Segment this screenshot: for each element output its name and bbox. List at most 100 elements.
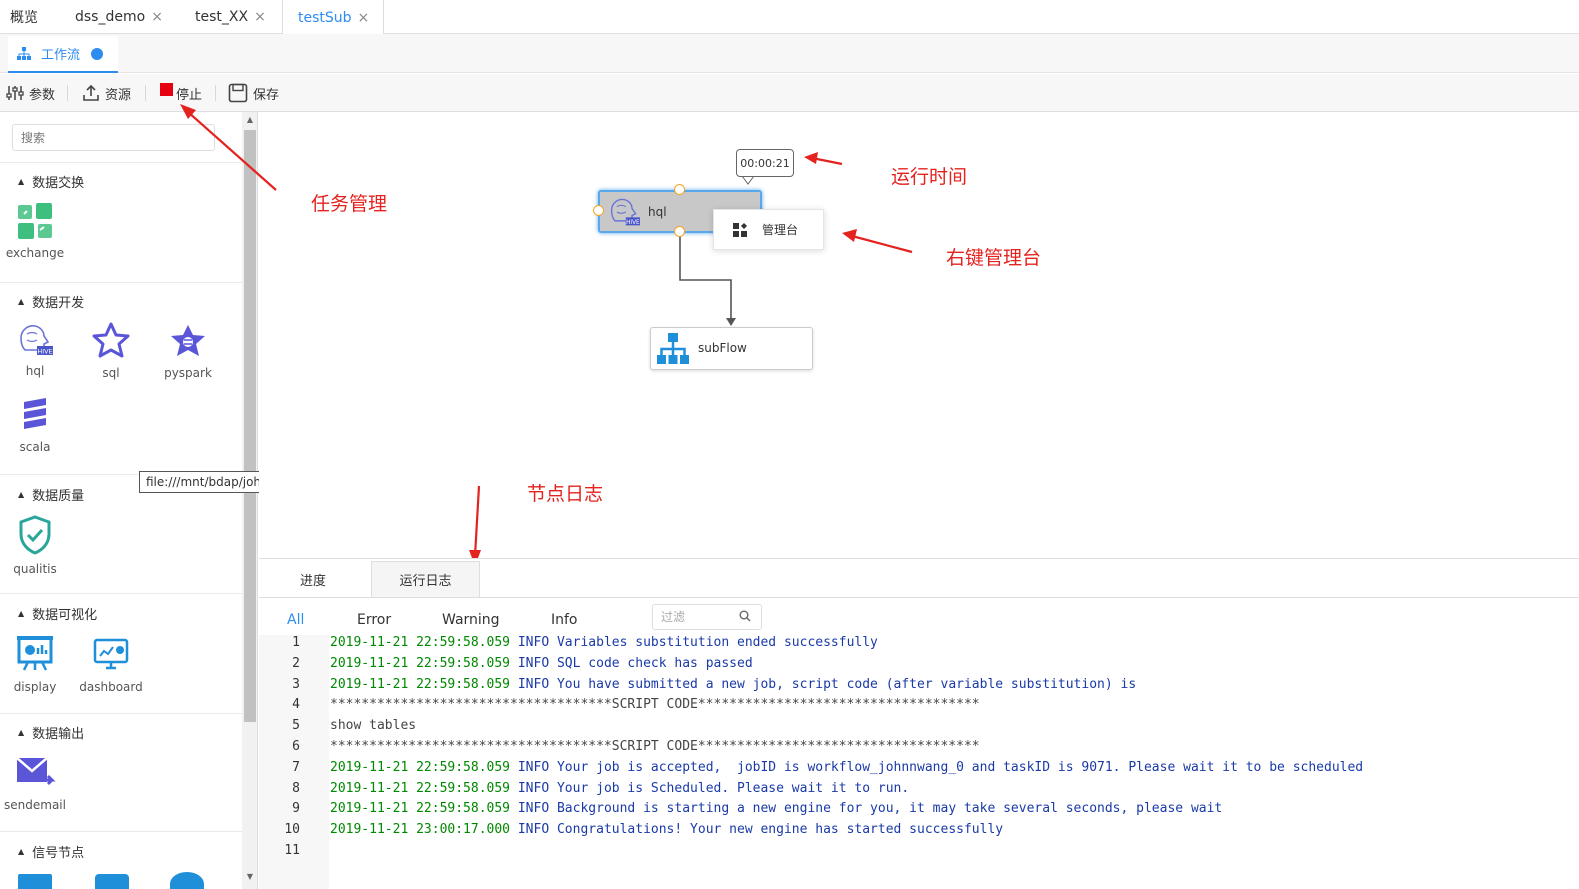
stop-button[interactable]: 停止 (160, 74, 202, 112)
group-title-label: 数据开发 (32, 296, 85, 311)
context-menu-console[interactable]: 管理台 (713, 209, 824, 250)
annotation-node-log: 节点日志 (527, 483, 604, 505)
tab-label: 工作流 (41, 48, 81, 63)
tab-testsub[interactable]: testSub × (282, 0, 384, 35)
log-timestamp: 2019-11-21 22:59:58.059 (330, 655, 511, 671)
signal-node-icon[interactable] (170, 872, 204, 889)
tab-workflow[interactable]: 工作流 (8, 36, 118, 73)
filter-error[interactable]: Error (357, 612, 392, 628)
log-level: INFO (517, 635, 550, 650)
filter-info[interactable]: Info (551, 612, 578, 628)
toolbar: 参数 资源 停止 保存 (0, 74, 1579, 112)
subflow-icon (657, 333, 689, 364)
node-dashboard[interactable]: dashboard (76, 634, 146, 694)
node-qualitis[interactable]: qualitis (0, 514, 70, 576)
node-label: hql (25, 364, 45, 378)
tab-test-xx[interactable]: test_XX× (185, 0, 276, 34)
scroll-up-icon[interactable]: ▲ (246, 115, 254, 124)
log-filter-input[interactable] (652, 604, 762, 630)
node-anchor[interactable] (593, 205, 604, 216)
log-message: Your job is Scheduled. Please wait it to… (556, 780, 910, 796)
node-scala[interactable]: scala (0, 396, 70, 454)
node-label: hql (648, 205, 667, 219)
resource-button[interactable]: 资源 (82, 74, 131, 112)
log-message: Variables substitution ended successfull… (556, 635, 878, 650)
node-sendemail[interactable]: sendemail (0, 752, 70, 812)
svg-text:HIVE: HIVE (626, 220, 640, 226)
scroll-down-icon[interactable]: ▼ (246, 872, 254, 881)
log-timestamp: 2019-11-21 22:59:58.059 (330, 759, 511, 775)
tab-label: dss_demo (75, 9, 146, 25)
log-text: 2019-11-21 22:59:58.059 INFO You have su… (330, 677, 1136, 692)
node-display[interactable]: display (0, 634, 70, 694)
toolbar-divider (67, 85, 68, 101)
group-title-output[interactable]: ▲数据输出 (18, 723, 84, 742)
node-label: exchange (5, 246, 65, 260)
tab-label: testSub (298, 9, 352, 26)
annotation-right-click-console: 右键管理台 (946, 247, 1042, 269)
tab-divider (259, 597, 1579, 598)
signal-node-icon[interactable] (18, 874, 52, 889)
workflow-node-subflow[interactable]: subFlow (650, 327, 813, 370)
group-divider (0, 162, 242, 163)
filter-warning[interactable]: Warning (442, 612, 500, 628)
scala-icon (24, 398, 46, 429)
tab-progress[interactable]: 进度 (267, 561, 359, 597)
log-message: SQL code check has passed (556, 655, 753, 671)
scrollbar-thumb[interactable] (244, 130, 256, 722)
run-timer: 00:00:21 (736, 149, 794, 177)
caret-up-icon: ▲ (18, 297, 25, 306)
node-exchange[interactable]: exchange (0, 202, 70, 260)
group-title-visual[interactable]: ▲数据可视化 (18, 604, 97, 623)
toolbar-divider (215, 85, 216, 101)
save-button[interactable]: 保存 (228, 74, 279, 112)
node-label: pyspark (164, 366, 212, 380)
group-title-quality[interactable]: ▲数据质量 (18, 485, 84, 504)
group-title-exchange[interactable]: ▲数据交换 (18, 172, 84, 191)
tab-overview[interactable]: 概览 (0, 0, 48, 34)
log-level: INFO (517, 759, 550, 775)
params-button[interactable]: 参数 (6, 74, 55, 112)
line-number: 11 (284, 843, 300, 858)
node-anchor[interactable] (674, 226, 685, 237)
log-level: INFO (517, 676, 550, 692)
tab-dss-demo[interactable]: dss_demo × (65, 0, 173, 34)
signal-node-icon[interactable] (95, 874, 129, 889)
log-text: ************************************SCRI… (330, 697, 980, 712)
node-hql[interactable]: HIVE hql (0, 322, 70, 378)
node-anchor[interactable] (674, 184, 685, 195)
search-input[interactable] (12, 124, 215, 151)
line-number: 3 (292, 676, 300, 692)
shield-check-icon (19, 515, 51, 555)
group-title-label: 数据输出 (32, 727, 85, 742)
log-plain-text: show tables (330, 718, 417, 734)
group-title-dev[interactable]: ▲ 数据开发 (18, 292, 84, 311)
tab-run-log[interactable]: 运行日志 (371, 561, 480, 597)
log-text: show tables (330, 718, 416, 733)
node-sql[interactable]: sql (76, 322, 146, 380)
log-text: 2019-11-21 22:59:58.059 INFO Your job is… (330, 781, 909, 796)
log-level: INFO (517, 801, 550, 817)
filter-all[interactable]: All (287, 612, 305, 628)
group-title-signal[interactable]: ▲信号节点 (18, 842, 84, 861)
workflow-icon (17, 46, 31, 60)
close-icon[interactable]: × (254, 9, 266, 25)
toolbar-divider (145, 85, 146, 101)
close-icon[interactable]: × (357, 9, 370, 26)
node-label: sql (102, 366, 120, 380)
node-label: display (13, 680, 57, 694)
close-icon[interactable]: × (151, 9, 163, 25)
workflow-canvas[interactable] (259, 112, 1579, 560)
node-pyspark[interactable]: pyspark (153, 322, 223, 380)
line-number: 10 (284, 822, 300, 838)
search-icon[interactable] (739, 610, 751, 622)
svg-text:HIVE: HIVE (37, 348, 52, 356)
resource-label: 资源 (105, 87, 132, 103)
log-level: INFO (517, 780, 550, 796)
log-message: Background is starting a new engine for … (556, 801, 1223, 817)
save-label: 保存 (253, 87, 280, 103)
caret-up-icon: ▲ (18, 609, 25, 618)
